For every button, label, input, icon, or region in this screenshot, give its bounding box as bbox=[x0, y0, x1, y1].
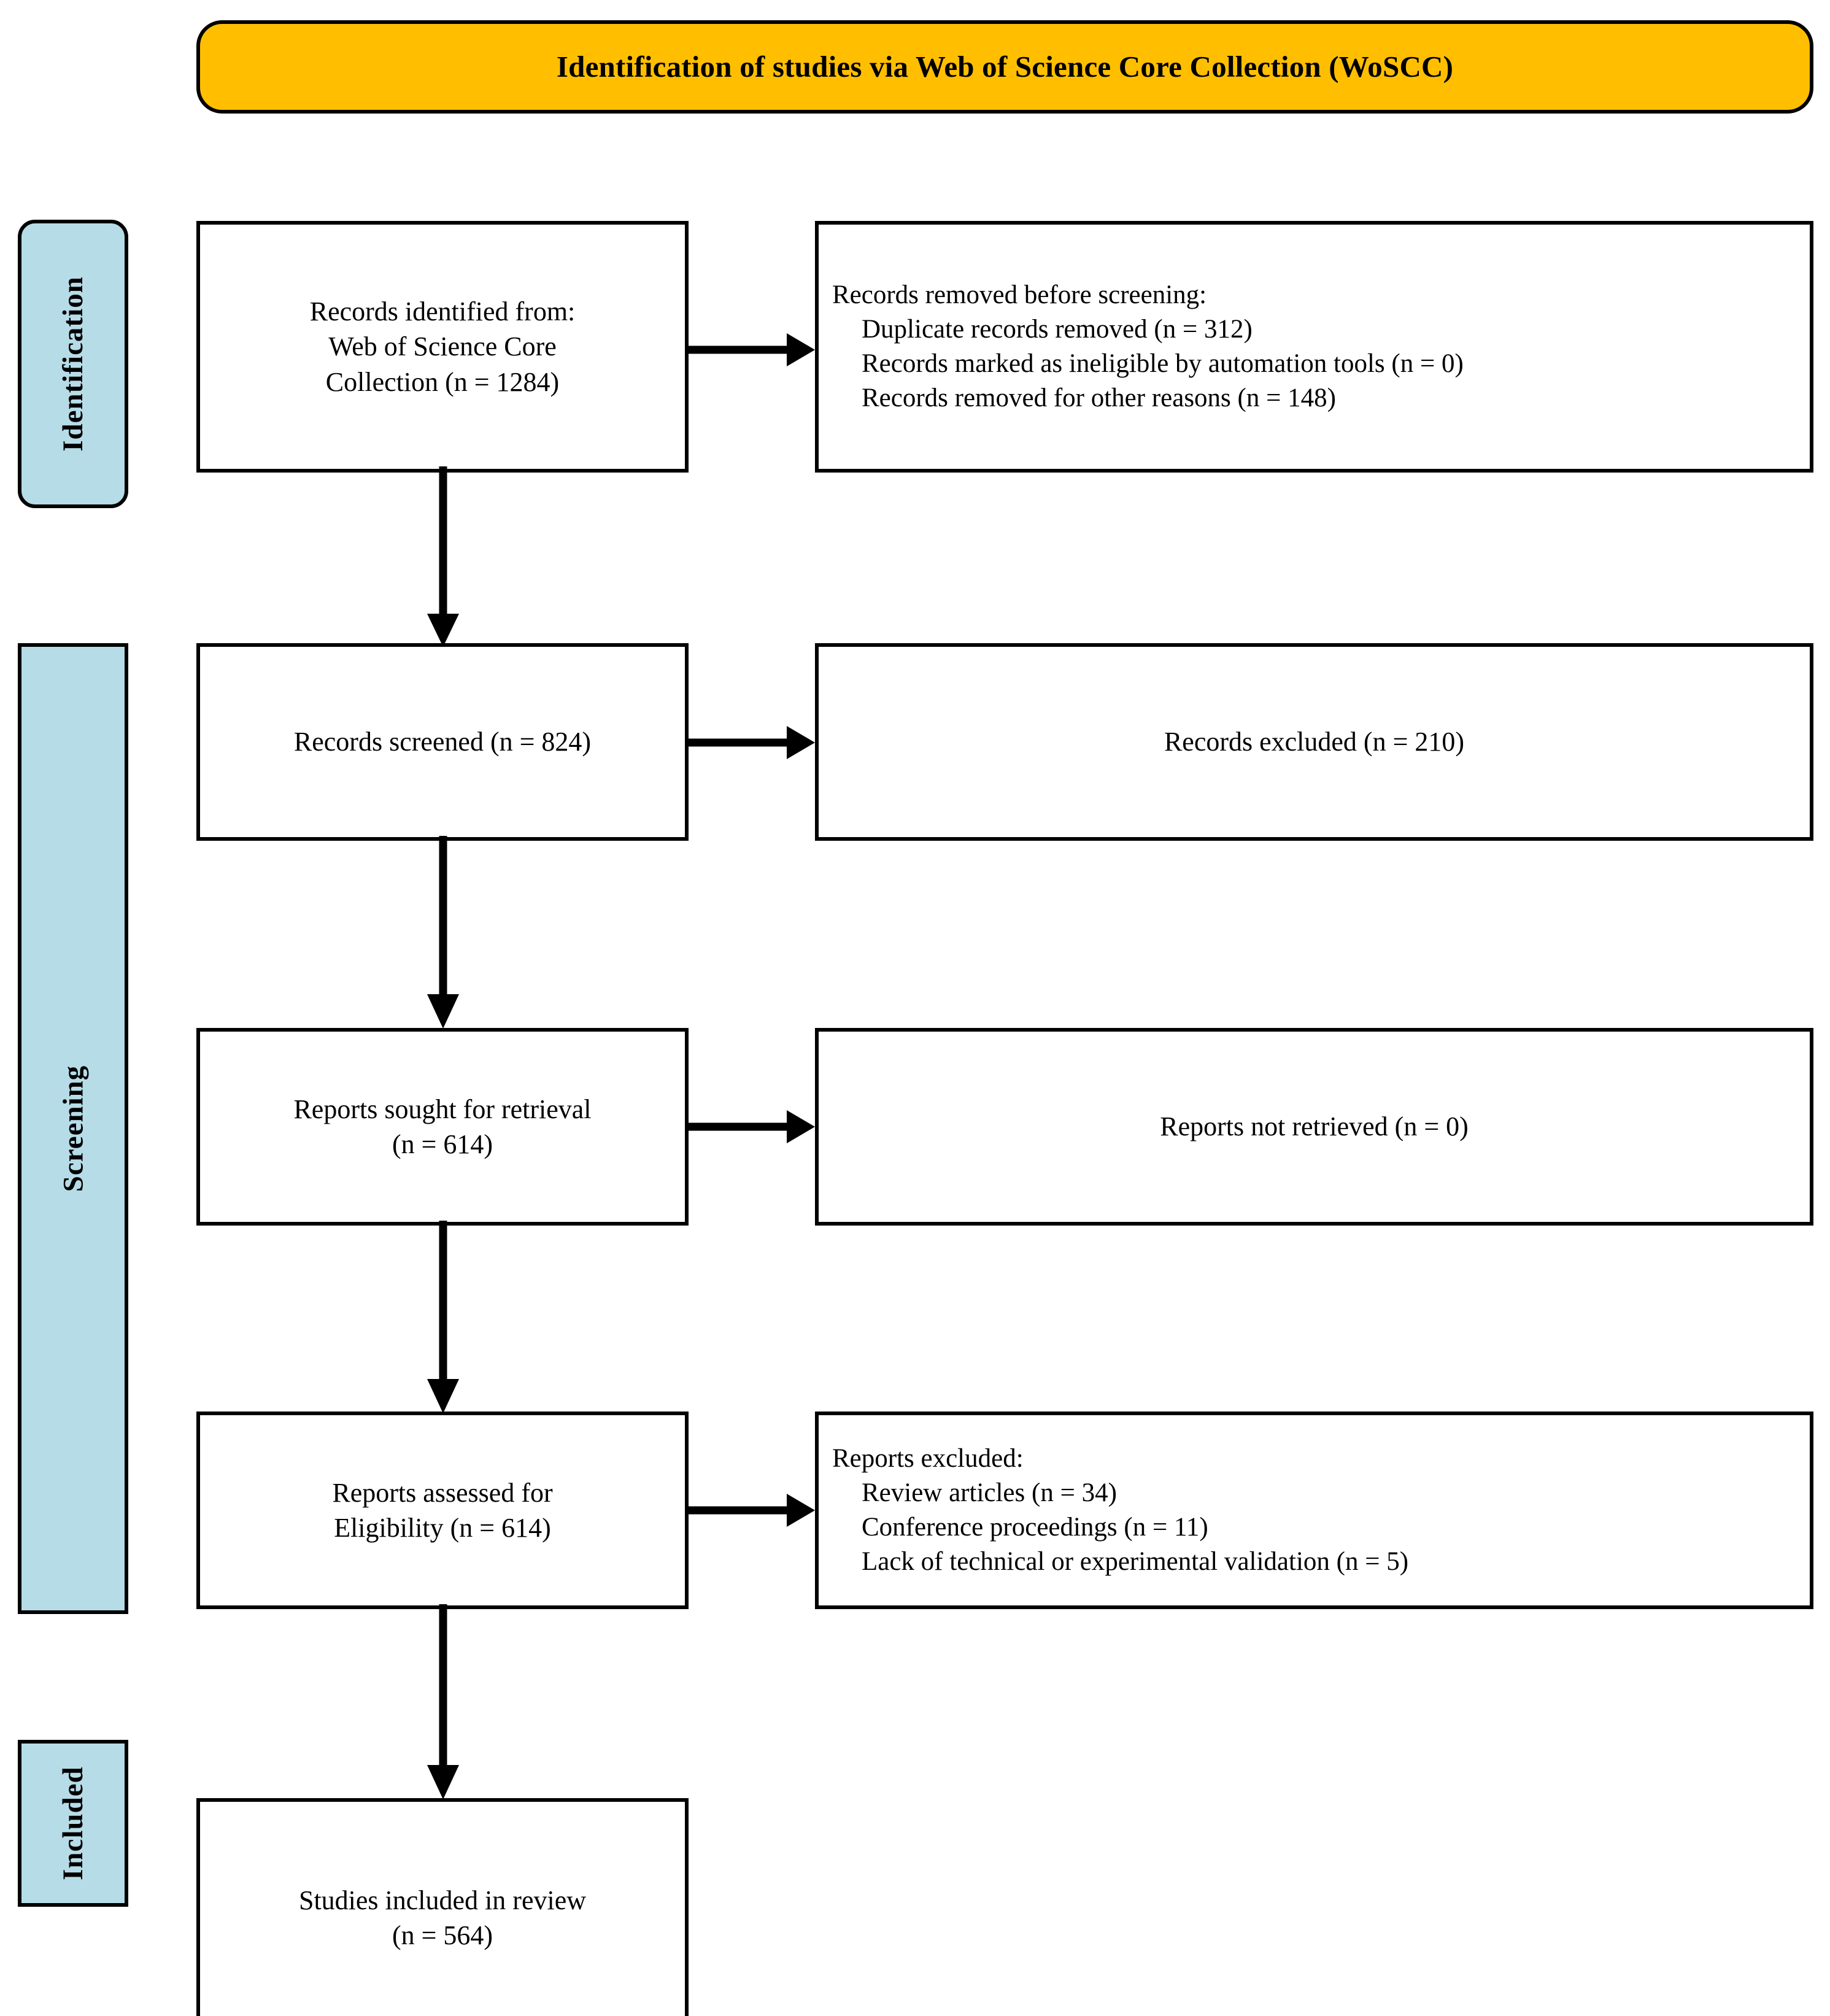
box-reports-assessed: Reports assessed for Eligibility (n = 61… bbox=[196, 1412, 689, 1609]
stage-label-screening: Screening bbox=[18, 643, 128, 1614]
stage-label-included-text: Included bbox=[57, 1766, 90, 1880]
box-reports-excluded: Reports excluded: Review articles (n = 3… bbox=[815, 1412, 1813, 1609]
arrow-screened-to-excluded bbox=[682, 718, 824, 767]
arrow-sought-to-assessed bbox=[423, 1221, 466, 1417]
box-records-removed-heading: Records removed before screening: bbox=[832, 280, 1207, 310]
box-records-excluded: Records excluded (n = 210) bbox=[815, 643, 1813, 841]
stage-label-identification: Identification bbox=[18, 220, 128, 508]
arrow-assessed-to-reports-excluded bbox=[682, 1486, 824, 1535]
box-records-identified-line-3: Collection (n = 1284) bbox=[325, 366, 560, 397]
box-reports-sought-line-2: (n = 614) bbox=[392, 1129, 493, 1159]
box-reports-assessed-line-1: Reports assessed for bbox=[332, 1477, 553, 1508]
box-studies-included-line-1: Studies included in review bbox=[298, 1885, 586, 1915]
page-title: Identification of studies via Web of Sci… bbox=[556, 50, 1454, 84]
box-records-removed-item-2: Records marked as ineligible by automati… bbox=[862, 349, 1464, 378]
box-records-screened-line-1: Records screened (n = 824) bbox=[293, 727, 592, 757]
box-reports-excluded-item-2: Conference proceedings (n = 11) bbox=[862, 1513, 1208, 1542]
arrow-assessed-to-included bbox=[423, 1604, 466, 1804]
box-records-excluded-line-1: Records excluded (n = 210) bbox=[1164, 727, 1465, 757]
box-records-removed: Records removed before screening: Duplic… bbox=[815, 221, 1813, 473]
stage-label-screening-text: Screening bbox=[57, 1065, 90, 1192]
box-reports-excluded-item-3: Lack of technical or experimental valida… bbox=[862, 1547, 1409, 1576]
box-records-removed-item-1: Duplicate records removed (n = 312) bbox=[862, 315, 1253, 344]
stage-label-included: Included bbox=[18, 1740, 128, 1907]
box-records-identified-line-1: Records identified from: bbox=[309, 296, 576, 327]
arrow-identified-to-removed bbox=[682, 325, 824, 374]
box-reports-sought: Reports sought for retrieval (n = 614) bbox=[196, 1028, 689, 1226]
arrow-sought-to-not-retrieved bbox=[682, 1102, 824, 1151]
box-reports-excluded-item-1: Review articles (n = 34) bbox=[862, 1478, 1117, 1508]
box-studies-included-line-2: (n = 564) bbox=[392, 1920, 493, 1950]
box-reports-assessed-line-2: Eligibility (n = 614) bbox=[334, 1513, 551, 1543]
arrow-identified-to-screened bbox=[423, 466, 466, 651]
box-records-removed-item-3: Records removed for other reasons (n = 1… bbox=[862, 383, 1336, 412]
box-records-identified: Records identified from: Web of Science … bbox=[196, 221, 689, 473]
arrow-screened-to-sought bbox=[423, 836, 466, 1032]
box-reports-not-retrieved: Reports not retrieved (n = 0) bbox=[815, 1028, 1813, 1226]
header-banner: Identification of studies via Web of Sci… bbox=[196, 20, 1813, 114]
stage-label-identification-text: Identification bbox=[57, 276, 89, 452]
box-studies-included: Studies included in review (n = 564) bbox=[196, 1798, 689, 2016]
box-records-screened: Records screened (n = 824) bbox=[196, 643, 689, 841]
box-records-identified-line-2: Web of Science Core bbox=[328, 331, 557, 362]
box-reports-excluded-heading: Reports excluded: bbox=[832, 1444, 1024, 1473]
box-reports-not-retrieved-line-1: Reports not retrieved (n = 0) bbox=[1160, 1111, 1469, 1142]
box-reports-sought-line-1: Reports sought for retrieval bbox=[293, 1094, 592, 1124]
